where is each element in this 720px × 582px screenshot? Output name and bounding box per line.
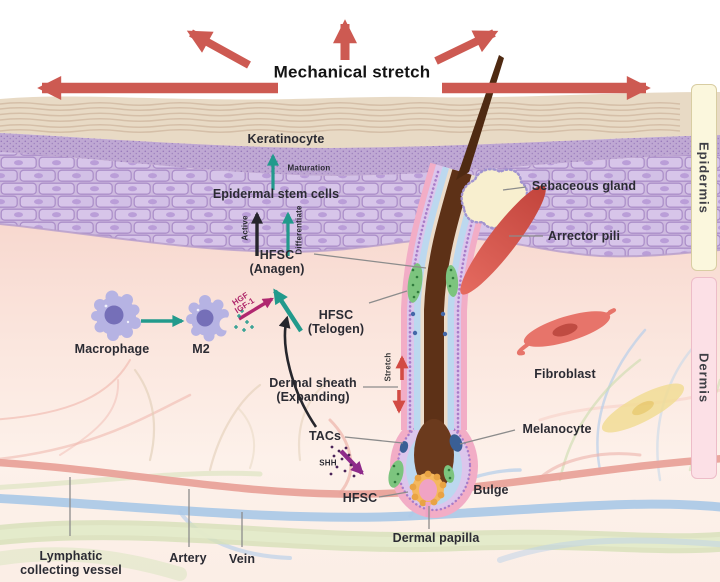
label-epidermal-stem-cells: Epidermal stem cells bbox=[212, 187, 340, 201]
epidermis-layer-tag: Epidermis bbox=[691, 84, 717, 271]
label-melanocyte: Melanocyte bbox=[522, 422, 592, 436]
macrophage-cell bbox=[91, 290, 141, 341]
shh-arrow bbox=[339, 449, 364, 475]
mechanical-stretch-arrows bbox=[37, 19, 651, 100]
label-fibroblast: Fibroblast bbox=[534, 367, 596, 381]
label-bulge: Bulge bbox=[473, 483, 509, 497]
dermis-layer-tag: Dermis bbox=[691, 277, 717, 479]
label-tacs: TACs bbox=[308, 429, 342, 443]
dermal-papilla-shape bbox=[409, 470, 447, 517]
label-keratinocyte: Keratinocyte bbox=[247, 132, 325, 146]
label-stretch: Stretch bbox=[383, 352, 393, 382]
label-macrophage: Macrophage bbox=[74, 342, 150, 356]
label-hfsc-telogen: HFSC (Telogen) bbox=[307, 308, 365, 336]
label-hfsc-anagen: HFSC (Anagen) bbox=[249, 248, 305, 276]
dermal-sheath-arrow bbox=[278, 315, 318, 428]
label-shh: SHH bbox=[319, 458, 337, 468]
label-arrector-pili: Arrector pili bbox=[547, 229, 621, 243]
signal-arrows bbox=[141, 153, 364, 475]
m2-cell bbox=[186, 295, 233, 342]
label-artery: Artery bbox=[169, 551, 207, 565]
yellow-dermal-cell bbox=[601, 383, 685, 433]
label-lymphatic-vessel: Lymphatic collecting vessel bbox=[20, 549, 122, 577]
hair-follicle bbox=[388, 55, 504, 518]
arrector-pili-muscle bbox=[460, 185, 546, 295]
shh-specks bbox=[329, 445, 356, 478]
hair-shaft bbox=[424, 169, 472, 452]
label-dermal-papilla: Dermal papilla bbox=[392, 531, 480, 545]
label-dermal-sheath: Dermal sheath (Expanding) bbox=[269, 376, 357, 404]
melanocyte-cells bbox=[399, 311, 463, 453]
label-m2: M2 bbox=[192, 342, 210, 356]
leader-lines bbox=[69, 186, 543, 547]
label-sebaceous-gland: Sebaceous gland bbox=[531, 179, 637, 193]
telogen-to-anagen-arrow bbox=[273, 288, 303, 333]
hfsc-green-cells bbox=[388, 263, 459, 488]
epidermis-layers bbox=[0, 92, 720, 258]
label-maturation: Maturation bbox=[287, 163, 331, 173]
diagram-title: Mechanical stretch bbox=[273, 62, 431, 82]
label-hfsc: HFSC bbox=[342, 491, 378, 505]
label-active: Active bbox=[240, 215, 250, 241]
label-vein: Vein bbox=[228, 552, 256, 566]
hgf-igf1-arrow bbox=[238, 297, 274, 321]
growth-factor-specks bbox=[234, 309, 254, 332]
fibroblast-cell bbox=[516, 308, 617, 356]
follicle-stretch-arrows bbox=[392, 355, 409, 414]
